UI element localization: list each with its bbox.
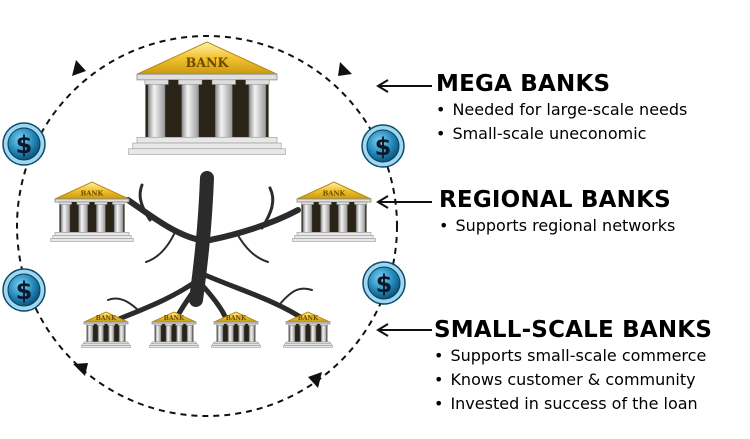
bank-sign: BANK <box>164 315 185 322</box>
dollar-coin-icon: $ <box>2 122 46 166</box>
regional-banks-heading: REGIONAL BANKS <box>439 187 671 213</box>
dollar-sign: $ <box>375 133 392 161</box>
bank-sign: BANK <box>186 55 230 70</box>
bank-sign: BANK <box>96 315 117 322</box>
dollar-sign: $ <box>16 131 33 159</box>
bank-sign: BANK <box>298 315 319 322</box>
bank-building-icon: BANK <box>81 311 131 348</box>
dollar-sign: $ <box>16 277 33 305</box>
regional-banks-bullets: Supports regional networks <box>439 214 675 238</box>
bank-sign: BANK <box>81 189 104 197</box>
dollar-coin-icon: $ <box>362 261 406 305</box>
mega-banks-label: MEGA BANKS Needed for large-scale needs … <box>436 70 687 146</box>
bank-building-icon: BANK <box>128 41 286 155</box>
tier-arrows <box>376 79 432 337</box>
dollar-coin-icon: $ <box>2 268 46 312</box>
bank-building-icon: BANK <box>211 311 261 348</box>
tree-roots <box>107 171 313 343</box>
left-arrow-icon <box>376 79 432 93</box>
bullet-item: Supports small-scale commerce <box>434 344 712 368</box>
regional-banks-label: REGIONAL BANKS Supports regional network… <box>439 186 675 238</box>
small-scale-banks-label: SMALL-SCALE BANKS Supports small-scale c… <box>434 316 712 416</box>
dollar-coin-icon: $ <box>361 124 405 168</box>
bullet-item: Invested in success of the loan <box>434 392 712 416</box>
cycle-arrows <box>72 60 352 388</box>
bank-building-icon: BANK <box>292 181 376 242</box>
mega-banks-heading: MEGA BANKS <box>436 71 611 97</box>
bullet-item: Small-scale uneconomic <box>436 122 687 146</box>
bullet-item: Knows customer & community <box>434 368 712 392</box>
cycle-circle <box>16 35 398 417</box>
left-arrow-icon <box>376 195 432 209</box>
bank-building-icon: BANK <box>149 311 199 348</box>
small-scale-banks-bullets: Supports small-scale commerce Knows cust… <box>434 344 712 416</box>
dollar-sign: $ <box>376 270 393 298</box>
bullet-item: Needed for large-scale needs <box>436 98 687 122</box>
bank-sign: BANK <box>226 315 247 322</box>
mega-banks-bullets: Needed for large-scale needs Small-scale… <box>436 98 687 146</box>
bullet-item: Supports regional networks <box>439 214 675 238</box>
left-arrow-icon <box>376 323 432 337</box>
small-scale-banks-heading: SMALL-SCALE BANKS <box>434 317 713 343</box>
bank-building-icon: BANK <box>50 181 134 242</box>
bank-sign: BANK <box>323 189 346 197</box>
bank-building-icon: BANK <box>283 311 333 348</box>
